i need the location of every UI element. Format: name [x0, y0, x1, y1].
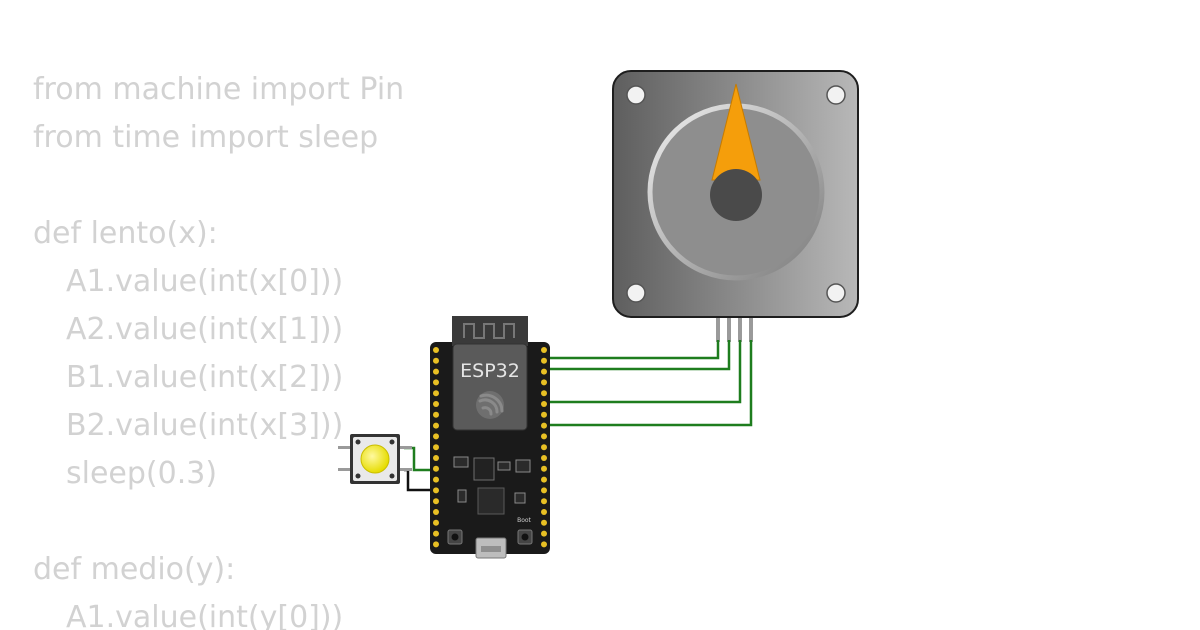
- board-pin-right[interactable]: [541, 368, 547, 375]
- board-pin-left[interactable]: [433, 455, 439, 461]
- board-pin-left[interactable]: [433, 476, 439, 483]
- code-line: from time import sleep: [33, 120, 379, 155]
- left-pin-header: [433, 347, 439, 548]
- code-line: def medio(y):: [33, 552, 236, 587]
- code-line: A2.value(int(x[1])): [66, 312, 344, 347]
- button-cap[interactable]: [360, 444, 390, 474]
- board-label: ESP32: [460, 360, 520, 382]
- board-pin-right[interactable]: [541, 411, 547, 418]
- board-pin-right[interactable]: [541, 422, 547, 429]
- board-pin-right[interactable]: [541, 433, 547, 440]
- smd-component: [497, 461, 511, 471]
- motor-pin-b2: [749, 316, 753, 342]
- board-pin-right[interactable]: [541, 487, 547, 494]
- board-pin-right[interactable]: [541, 498, 547, 505]
- code-line: sleep(0.3): [66, 456, 218, 491]
- wire-b2[interactable]: [546, 340, 753, 427]
- mount-hole: [626, 283, 646, 303]
- board-pin-right[interactable]: [541, 347, 547, 353]
- usb-chip: [477, 487, 505, 515]
- motor-pin-a1: [716, 316, 720, 342]
- button-leg: [398, 446, 412, 449]
- code-line: from machine import Pin: [33, 72, 405, 107]
- board-pin-left[interactable]: [433, 530, 439, 537]
- board-pin-left[interactable]: [433, 368, 439, 375]
- board-pin-left[interactable]: [433, 541, 439, 548]
- button-leg: [338, 446, 352, 449]
- board-pin-right[interactable]: [541, 530, 547, 537]
- stepper-motor[interactable]: [612, 70, 859, 342]
- push-button[interactable]: [338, 434, 412, 484]
- board-pin-left[interactable]: [433, 433, 439, 440]
- right-pin-header: [541, 347, 547, 548]
- board-pin-left[interactable]: [433, 422, 439, 429]
- code-line: A1.value(int(y[0])): [66, 600, 344, 630]
- button-screw: [355, 473, 361, 479]
- board-pin-right[interactable]: [541, 541, 547, 548]
- board-pin-right[interactable]: [541, 379, 547, 386]
- board-pin-right[interactable]: [541, 465, 547, 472]
- esp32-board[interactable]: ESP32 Boot: [430, 316, 550, 559]
- motor-shaft: [710, 169, 762, 221]
- board-pin-left[interactable]: [433, 487, 439, 494]
- smd-component: [515, 459, 531, 473]
- board-pin-left[interactable]: [433, 498, 439, 505]
- en-button-cap: [451, 533, 459, 541]
- board-pin-right[interactable]: [541, 455, 547, 461]
- board-pin-right[interactable]: [541, 476, 547, 483]
- board-pin-left[interactable]: [433, 509, 439, 515]
- antenna-trace: [463, 323, 515, 339]
- button-leg: [398, 468, 412, 471]
- motor-pin-b1: [738, 316, 742, 342]
- regulator-chip: [473, 457, 495, 481]
- mount-hole: [626, 85, 646, 105]
- wires: [404, 340, 753, 492]
- usb-port-inner: [481, 546, 501, 552]
- board-pin-left[interactable]: [433, 347, 439, 353]
- board-pin-right[interactable]: [541, 357, 547, 364]
- wire-a1[interactable]: [546, 340, 720, 360]
- board-pin-left[interactable]: [433, 411, 439, 418]
- code-line: A1.value(int(x[0])): [66, 264, 344, 299]
- smd-component: [514, 492, 526, 504]
- board-pin-right[interactable]: [541, 401, 547, 407]
- board-pin-right[interactable]: [541, 519, 547, 526]
- boot-label: Boot: [517, 517, 531, 524]
- board-pin-left[interactable]: [433, 465, 439, 472]
- esp32-module: [452, 343, 528, 431]
- button-leg: [338, 468, 352, 471]
- board-pin-left[interactable]: [433, 379, 439, 386]
- code-line: def lento(x):: [33, 216, 218, 251]
- led-icon: [457, 489, 467, 503]
- mount-hole: [826, 283, 846, 303]
- button-screw: [389, 439, 395, 445]
- smd-component: [453, 456, 469, 468]
- board-pin-right[interactable]: [541, 509, 547, 515]
- board-pin-left[interactable]: [433, 390, 439, 397]
- board-pin-left[interactable]: [433, 401, 439, 407]
- board-pin-left[interactable]: [433, 519, 439, 526]
- espressif-logo-icon: [476, 391, 504, 419]
- wire-b1[interactable]: [546, 340, 742, 404]
- board-pin-right[interactable]: [541, 390, 547, 397]
- button-screw: [355, 439, 361, 445]
- wire-a2[interactable]: [546, 340, 731, 371]
- mount-hole: [826, 85, 846, 105]
- motor-pin-a2: [727, 316, 731, 342]
- boot-button-cap: [521, 533, 529, 541]
- board-pin-left[interactable]: [433, 444, 439, 451]
- code-listing: from machine import Pin from time import …: [33, 66, 404, 630]
- button-screw: [389, 473, 395, 479]
- code-line: B1.value(int(x[2])): [66, 360, 344, 395]
- board-pin-left[interactable]: [433, 357, 439, 364]
- code-line: B2.value(int(x[3])): [66, 408, 344, 443]
- board-pin-right[interactable]: [541, 444, 547, 451]
